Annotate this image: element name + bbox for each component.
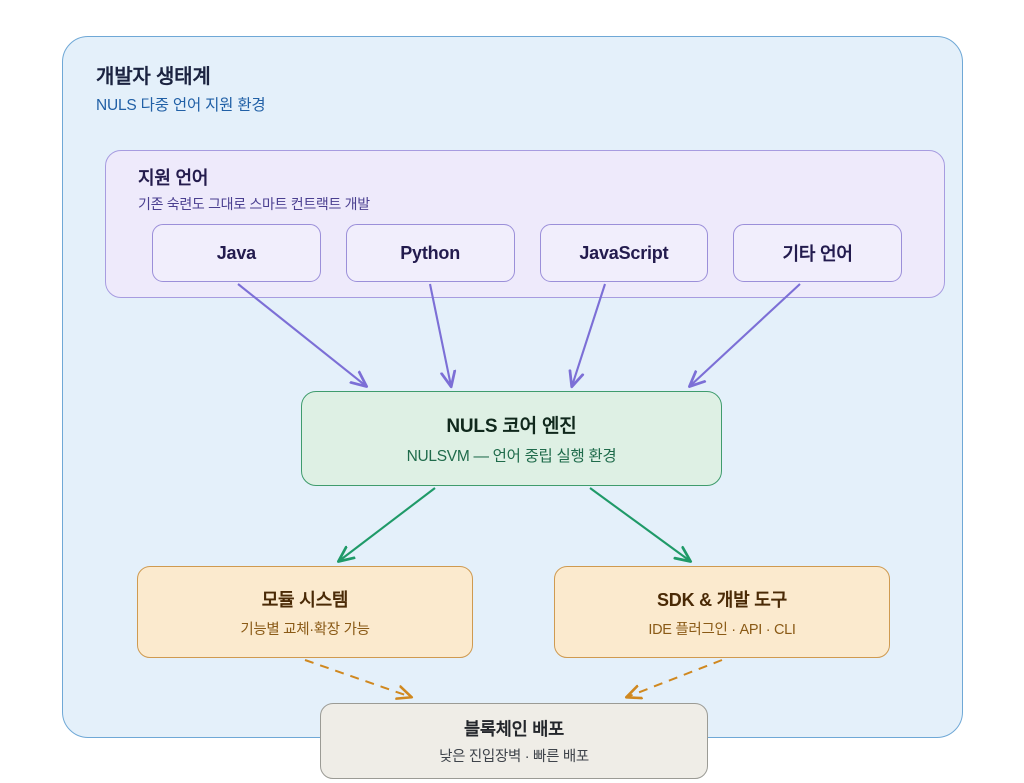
language-chip-label: Python xyxy=(400,242,461,263)
language-chip-label: JavaScript xyxy=(579,242,669,263)
core-engine-title: NULS 코어 엔진 xyxy=(446,416,577,437)
core-engine-subtitle: NULSVM — 언어 중립 실행 환경 xyxy=(406,448,617,465)
module-system-node[interactable]: 모듈 시스템 기능별 교체·확장 가능 xyxy=(137,566,473,658)
language-chip-label: 기타 언어 xyxy=(782,244,853,264)
supported-languages-subtitle: 기존 숙련도 그대로 스마트 컨트랙트 개발 xyxy=(138,196,370,212)
language-chip-row: Java Python JavaScript 기타 언어 xyxy=(152,224,902,282)
diagram-title: 개발자 생태계 xyxy=(96,66,211,88)
module-system-title: 모듈 시스템 xyxy=(261,589,349,610)
deployment-title: 블록체인 배포 xyxy=(463,719,565,739)
supported-languages-title: 지원 언어 xyxy=(138,168,209,188)
blockchain-deployment-node[interactable]: 블록체인 배포 낮은 진입장벽 · 빠른 배포 xyxy=(320,703,708,779)
module-system-subtitle: 기능별 교체·확장 가능 xyxy=(240,621,370,638)
diagram-subtitle: NULS 다중 언어 지원 환경 xyxy=(96,97,266,114)
deployment-subtitle: 낮은 진입장벽 · 빠른 배포 xyxy=(439,749,589,765)
language-chip-java[interactable]: Java xyxy=(152,224,321,282)
language-chip-python[interactable]: Python xyxy=(345,224,515,282)
nuls-core-engine-node[interactable]: NULS 코어 엔진 NULSVM — 언어 중립 실행 환경 xyxy=(301,391,722,486)
sdk-dev-tools-title: SDK & 개발 도구 xyxy=(656,589,788,610)
sdk-dev-tools-node[interactable]: SDK & 개발 도구 IDE 플러그인 · API · CLI xyxy=(554,566,890,658)
language-chip-javascript[interactable]: JavaScript xyxy=(539,224,709,282)
language-chip-label: Java xyxy=(216,242,256,263)
language-chip-other[interactable]: 기타 언어 xyxy=(733,224,902,282)
sdk-dev-tools-subtitle: IDE 플러그인 · API · CLI xyxy=(648,621,796,638)
